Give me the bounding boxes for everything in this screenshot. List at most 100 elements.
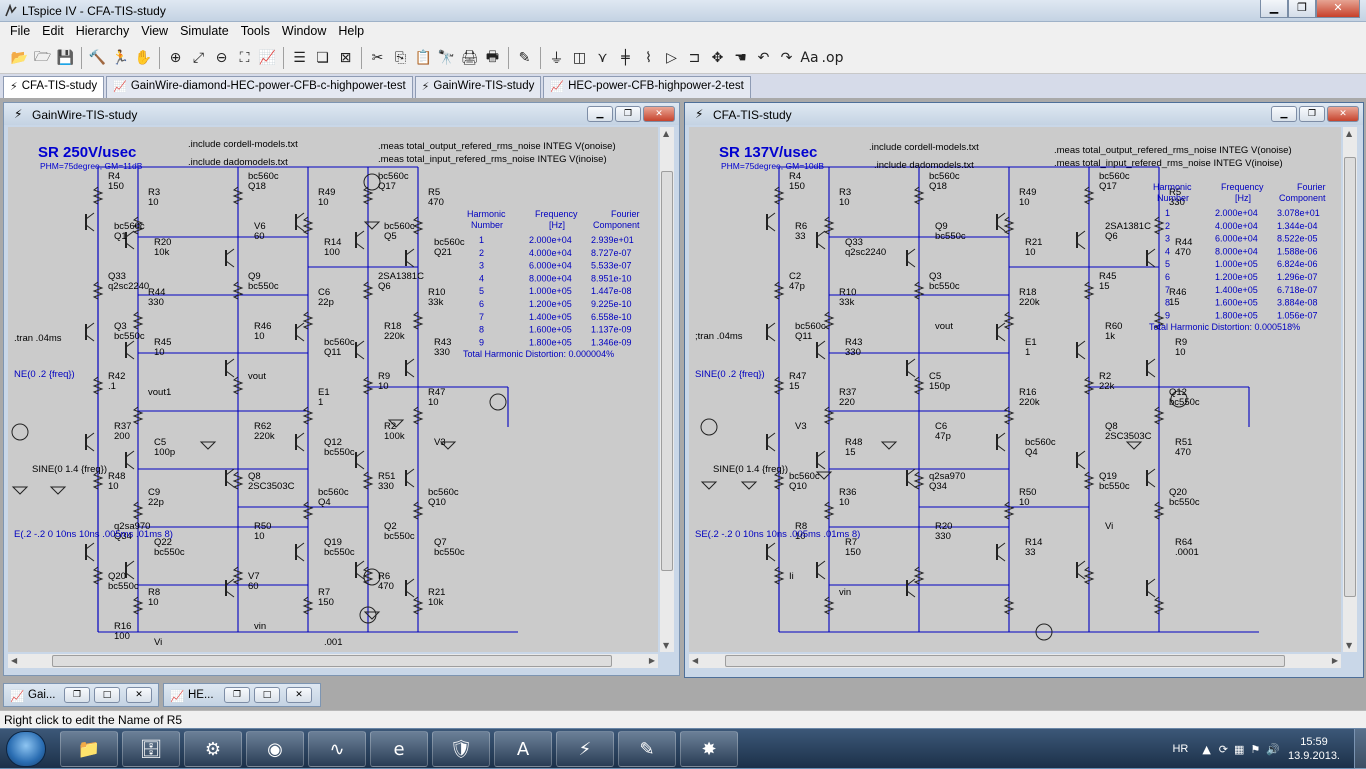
close-mini-button[interactable]: ✕ bbox=[126, 687, 152, 703]
restore-mini-button[interactable]: ❐ bbox=[64, 687, 90, 703]
close-button[interactable]: ✕ bbox=[1316, 0, 1360, 18]
component-icon[interactable]: ⊐ bbox=[688, 49, 701, 66]
child-minimize-button[interactable]: ▁ bbox=[587, 106, 613, 122]
menu-view[interactable]: View bbox=[141, 24, 169, 38]
child-close-button[interactable]: ✕ bbox=[643, 106, 675, 122]
close-all-icon[interactable]: ⊠ bbox=[339, 49, 352, 66]
app-icon[interactable]: ⚙ bbox=[184, 731, 242, 767]
halt-icon[interactable]: ✋ bbox=[134, 49, 153, 66]
resistor-icon[interactable]: ⋎ bbox=[597, 49, 608, 66]
tab-2[interactable]: ⚡GainWire-TIS-study bbox=[414, 76, 542, 98]
tray-arrow-icon[interactable]: ▲ bbox=[1202, 742, 1211, 756]
oscilloscope-icon[interactable]: ∿ bbox=[308, 731, 366, 767]
clock[interactable]: 15:59 13.9.2013. bbox=[1288, 735, 1340, 763]
copy-icon[interactable]: ⎘ bbox=[394, 49, 407, 66]
child-close-button[interactable]: ✕ bbox=[1327, 106, 1359, 122]
zoom-fit-icon[interactable]: ⛶ bbox=[239, 49, 250, 66]
tab-3[interactable]: 📈HEC-power-CFB-highpower-2-test bbox=[543, 76, 751, 98]
component-name: R18 bbox=[384, 321, 401, 332]
drag-icon[interactable]: ☚ bbox=[734, 49, 747, 66]
tile-horizontal-icon[interactable]: ☰ bbox=[293, 49, 306, 66]
pdf-icon[interactable]: A bbox=[494, 731, 552, 767]
draw-wire-icon[interactable]: ✎ bbox=[518, 49, 531, 66]
flag-icon[interactable]: ⚑ bbox=[1250, 742, 1261, 756]
undo-icon[interactable]: ↶ bbox=[757, 49, 770, 66]
cut-icon[interactable]: ✂ bbox=[371, 49, 384, 66]
minimize-button[interactable]: ▁ bbox=[1260, 0, 1288, 18]
move-icon[interactable]: ✥ bbox=[711, 49, 724, 66]
child-title-bar[interactable]: ⚡ GainWire-TIS-study ▁ ❐ ✕ bbox=[4, 103, 679, 125]
child-minimize-button[interactable]: ▁ bbox=[1271, 106, 1297, 122]
menu-edit[interactable]: Edit bbox=[42, 24, 64, 38]
menu-window[interactable]: Window bbox=[281, 24, 327, 38]
minimized-window[interactable]: 📈 HE... ❐ □ ✕ bbox=[163, 683, 321, 707]
redo-icon[interactable]: ↷ bbox=[780, 49, 793, 66]
pulse-source-label: SE(.2 -.2 0 10ns 10ns .005ms .01ms 8) bbox=[695, 529, 860, 540]
volume-icon[interactable]: 🔊 bbox=[1266, 742, 1280, 756]
schematic-drawing[interactable]: R4150R310bc560cQ18R4910bc560cQ17R5330R63… bbox=[689, 127, 1341, 652]
tab-1[interactable]: 📈GainWire-diamond-HEC-power-CFB-c-highpo… bbox=[106, 76, 413, 98]
find-icon[interactable]: 🔭 bbox=[437, 49, 456, 66]
winrar-icon[interactable]: 🗄 bbox=[122, 731, 180, 767]
show-desktop-button[interactable] bbox=[1354, 729, 1366, 769]
ground-icon[interactable]: ⏚ bbox=[549, 50, 564, 67]
maximize-mini-button[interactable]: □ bbox=[94, 687, 120, 703]
tab-0[interactable]: ⚡CFA-TIS-study bbox=[3, 76, 105, 98]
start-button[interactable] bbox=[6, 731, 46, 767]
print-icon[interactable]: 🖶 bbox=[485, 48, 500, 65]
notes-icon[interactable]: ✎ bbox=[618, 731, 676, 767]
menu-hierarchy[interactable]: Hierarchy bbox=[75, 24, 130, 38]
zoom-in-icon[interactable]: ⊕ bbox=[169, 49, 182, 66]
vertical-scrollbar[interactable]: ▲ ▼ bbox=[1343, 127, 1357, 652]
menu-simulate[interactable]: Simulate bbox=[180, 24, 229, 38]
label-icon[interactable]: ◫ bbox=[572, 49, 587, 66]
menu-help[interactable]: Help bbox=[338, 24, 365, 38]
close-mini-button[interactable]: ✕ bbox=[286, 687, 312, 703]
component-value: 33 bbox=[1025, 547, 1036, 558]
child-restore-button[interactable]: ❐ bbox=[1299, 106, 1325, 122]
child-title-bar[interactable]: ⚡ CFA-TIS-study ▁ ❐ ✕ bbox=[685, 103, 1363, 125]
open-icon[interactable]: 📂 bbox=[10, 49, 29, 66]
horizontal-scrollbar[interactable]: ◀ ▶ bbox=[8, 654, 658, 668]
zoom-out-icon[interactable]: ⊖ bbox=[215, 49, 228, 66]
splat-icon[interactable]: ✸ bbox=[680, 731, 738, 767]
paste-icon[interactable]: 📋 bbox=[414, 49, 433, 66]
inductor-icon[interactable]: ⌇ bbox=[645, 49, 652, 66]
ltspice-icon[interactable]: ⚡ bbox=[556, 731, 614, 767]
print-setup-icon[interactable]: 🖨 bbox=[460, 49, 479, 66]
transistor-collector bbox=[295, 212, 305, 220]
network-icon[interactable]: ▦ bbox=[1234, 742, 1245, 756]
folder-shield-icon[interactable]: 🛡 bbox=[432, 731, 490, 767]
horizontal-scrollbar[interactable]: ◀ ▶ bbox=[689, 654, 1341, 668]
diode-icon[interactable]: ▷ bbox=[666, 49, 677, 66]
transistor-collector bbox=[225, 248, 235, 256]
language-indicator[interactable]: HR bbox=[1172, 743, 1189, 755]
text-icon[interactable]: Aa bbox=[800, 49, 819, 66]
open-schematic-icon[interactable]: 🗁 bbox=[33, 48, 52, 65]
schematic-drawing[interactable]: R4150R310bc560cQ18R4910bc560cQ17R5470bc5… bbox=[8, 127, 658, 652]
restore-mini-button[interactable]: ❐ bbox=[224, 687, 250, 703]
restore-button[interactable]: ❐ bbox=[1288, 0, 1316, 18]
component-name: R16 bbox=[114, 621, 131, 632]
spice-directive-icon[interactable]: .op bbox=[821, 49, 844, 66]
explorer-icon[interactable]: 📁 bbox=[60, 731, 118, 767]
lightning-icon[interactable]: ◉ bbox=[246, 731, 304, 767]
cascade-icon[interactable]: ❏ bbox=[316, 49, 329, 66]
component-name: C9 bbox=[148, 487, 160, 498]
internet-explorer-icon[interactable]: e bbox=[370, 731, 428, 767]
save-icon[interactable]: 💾 bbox=[56, 49, 75, 66]
run-icon[interactable]: 🏃 bbox=[111, 49, 130, 66]
maximize-mini-button[interactable]: □ bbox=[254, 687, 280, 703]
autorange-icon[interactable]: 📈 bbox=[258, 49, 277, 66]
menu-file[interactable]: File bbox=[10, 24, 31, 38]
zoom-full-icon[interactable]: ⤢ bbox=[192, 49, 205, 66]
menu-tools[interactable]: Tools bbox=[240, 24, 270, 38]
child-restore-button[interactable]: ❐ bbox=[615, 106, 641, 122]
capacitor-icon[interactable]: ╪ bbox=[621, 49, 630, 66]
minimized-window[interactable]: 📈 Gai... ❐ □ ✕ bbox=[3, 683, 159, 707]
control-panel-icon[interactable]: 🔨 bbox=[88, 49, 107, 66]
sync-icon[interactable]: ⟳ bbox=[1218, 742, 1229, 756]
vertical-scrollbar[interactable]: ▲ ▼ bbox=[660, 127, 674, 652]
